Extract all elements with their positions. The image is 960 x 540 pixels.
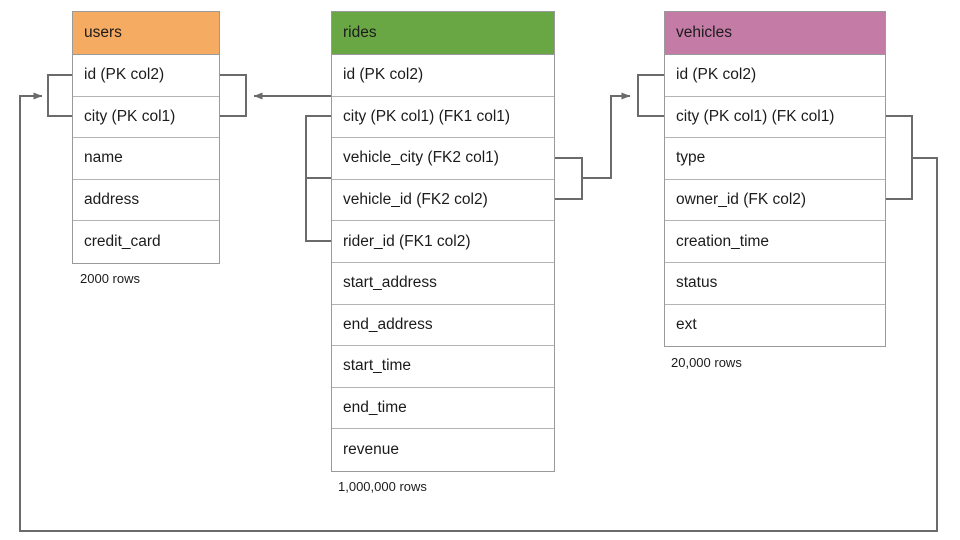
connector-fk1-target-bracket — [220, 74, 247, 117]
connector-fk2-source-bracket — [555, 157, 583, 200]
entity-users[interactable]: users id (PK col2) city (PK col1) name a… — [72, 11, 220, 264]
connector-fk1-source-bracket — [305, 115, 331, 242]
connector-fk3-target-bracket — [47, 74, 72, 117]
entity-users-column-address[interactable]: address — [73, 180, 219, 222]
entity-rides-column-revenue[interactable]: revenue — [343, 441, 400, 459]
entity-rides-column-city[interactable]: city (PK col1) (FK1 col1) — [332, 97, 554, 139]
entity-rides-column-start-address[interactable]: start_address — [332, 263, 554, 305]
entity-rides-column-id[interactable]: id (PK col2) — [332, 55, 554, 97]
entity-users-column-id[interactable]: id (PK col2) — [73, 55, 219, 97]
entity-vehicles-column-city[interactable]: city (PK col1) (FK col1) — [665, 97, 885, 139]
entity-vehicles-title: vehicles — [665, 12, 885, 55]
entity-vehicles[interactable]: vehicles id (PK col2) city (PK col1) (FK… — [664, 11, 886, 348]
entity-rides-row-count: 1,000,000 rows — [338, 479, 427, 494]
connector-fk3-source-bracket — [886, 115, 913, 200]
entity-users-column-city[interactable]: city (PK col1) — [73, 97, 219, 139]
entity-rides-column-start-time[interactable]: start_time — [332, 346, 554, 388]
entity-rides-title: rides — [332, 12, 554, 55]
entity-users-row-count: 2000 rows — [80, 271, 140, 286]
entity-vehicles-column-creation-time[interactable]: creation_time — [665, 221, 885, 263]
entity-vehicles-column-owner-id[interactable]: owner_id (FK col2) — [665, 180, 885, 222]
entity-vehicles-column-id[interactable]: id (PK col2) — [665, 55, 885, 97]
connector-fk2-path — [582, 92, 631, 179]
entity-users-title: users — [73, 12, 219, 55]
entity-users-column-credit-card[interactable]: credit_card — [84, 233, 161, 251]
entity-rides-column-rider-id[interactable]: rider_id (FK1 col2) — [332, 221, 554, 263]
entity-rides[interactable]: rides id (PK col2) city (PK col1) (FK1 c… — [331, 11, 555, 472]
entity-vehicles-column-type[interactable]: type — [665, 138, 885, 180]
entity-vehicles-column-ext[interactable]: ext — [676, 316, 697, 334]
entity-vehicles-column-status[interactable]: status — [665, 263, 885, 305]
entity-rides-column-end-time[interactable]: end_time — [332, 388, 554, 430]
entity-vehicles-row-count: 20,000 rows — [671, 355, 742, 370]
connector-fk2-target-bracket — [637, 74, 664, 117]
entity-rides-column-vehicle-id[interactable]: vehicle_id (FK2 col2) — [332, 180, 554, 222]
entity-users-column-name[interactable]: name — [73, 138, 219, 180]
entity-rides-column-end-address[interactable]: end_address — [332, 305, 554, 347]
entity-rides-column-vehicle-city[interactable]: vehicle_city (FK2 col1) — [332, 138, 554, 180]
